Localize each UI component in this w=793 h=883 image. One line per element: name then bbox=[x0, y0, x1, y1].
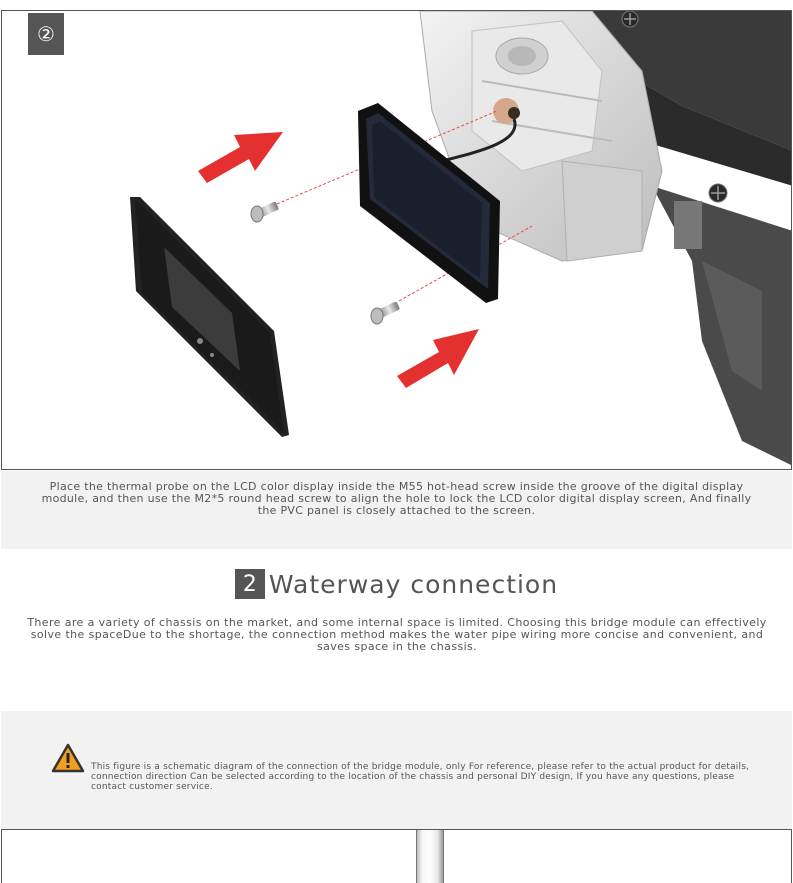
section-description: There are a variety of chassis on the ma… bbox=[27, 616, 767, 653]
water-tube bbox=[416, 830, 444, 883]
acrylic-bridge-module bbox=[419, 11, 663, 262]
caption-band: Place the thermal probe on the LCD color… bbox=[1, 471, 792, 549]
assembly-illustration: ② bbox=[1, 10, 792, 470]
notice-text: This figure is a schematic diagram of th… bbox=[91, 762, 750, 792]
screw-upper bbox=[250, 201, 279, 223]
section-number: 2 bbox=[234, 569, 265, 599]
exploded-view-drawing bbox=[130, 11, 791, 466]
section-title: Waterway connection bbox=[268, 569, 559, 599]
section-heading: 2 Waterway connection bbox=[0, 569, 793, 599]
assembly-caption: Place the thermal probe on the LCD color… bbox=[41, 480, 752, 517]
arrow-lower bbox=[397, 329, 479, 388]
step-badge: ② bbox=[28, 13, 64, 55]
warning-icon bbox=[51, 743, 85, 773]
gpu-block-housing bbox=[592, 11, 791, 466]
thermal-probe bbox=[441, 98, 520, 163]
pvc-panel bbox=[130, 197, 289, 437]
screw-lower bbox=[370, 301, 400, 325]
arrow-upper bbox=[198, 132, 283, 183]
lcd-color-display bbox=[358, 103, 500, 303]
connection-diagram-panel bbox=[1, 829, 792, 883]
notice-box: This figure is a schematic diagram of th… bbox=[1, 711, 792, 829]
